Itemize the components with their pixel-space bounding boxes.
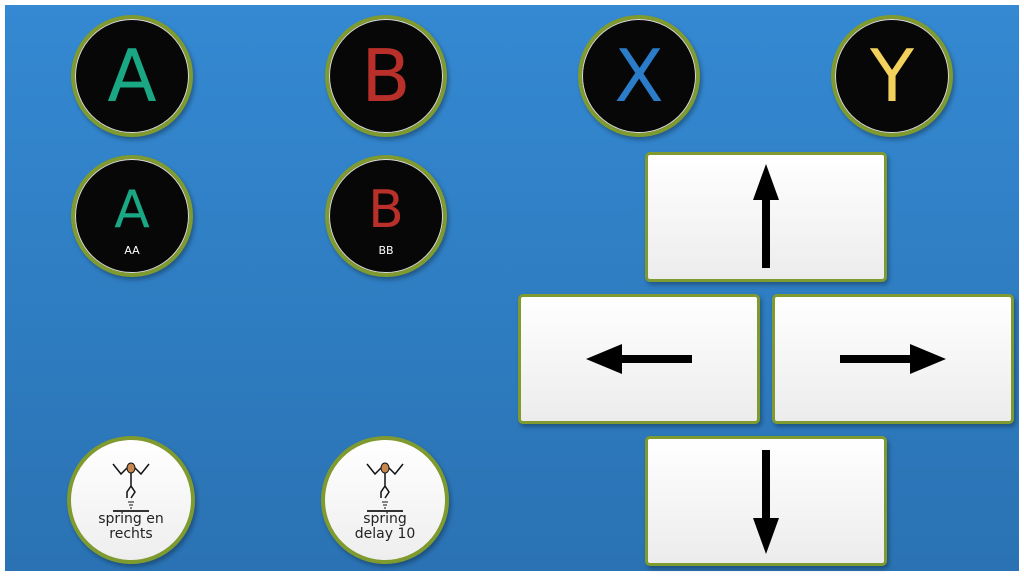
button-b[interactable]: B <box>325 15 447 137</box>
arrow-right-icon <box>840 344 946 374</box>
button-aa-caption: AA <box>124 243 140 257</box>
button-bb-label: B <box>368 179 404 240</box>
jumping-person-icon <box>366 462 404 512</box>
arrow-down-button[interactable] <box>645 436 887 566</box>
action-label-line2: rechts <box>109 526 153 542</box>
button-bb-caption: BB <box>378 243 394 257</box>
arrow-left-button[interactable] <box>518 294 760 424</box>
button-x[interactable]: X <box>578 15 700 137</box>
arrow-right-button[interactable] <box>772 294 1014 424</box>
action-label-line2: delay 10 <box>354 526 416 542</box>
arrow-up-button[interactable] <box>645 152 887 282</box>
button-x-label: X <box>614 34 664 118</box>
jumping-person-icon <box>112 462 150 512</box>
button-aa-label: A <box>114 179 150 240</box>
arrow-up-icon <box>753 164 779 268</box>
button-y-label: Y <box>870 34 914 118</box>
action-label-line1: spring <box>363 511 407 527</box>
button-y[interactable]: Y <box>831 15 953 137</box>
button-a[interactable]: A <box>71 15 193 137</box>
arrow-down-icon <box>753 450 779 554</box>
button-a-label: A <box>107 34 157 118</box>
button-b-label: B <box>361 34 411 118</box>
arrow-left-icon <box>586 344 692 374</box>
action-label-line1: spring en <box>98 511 164 527</box>
